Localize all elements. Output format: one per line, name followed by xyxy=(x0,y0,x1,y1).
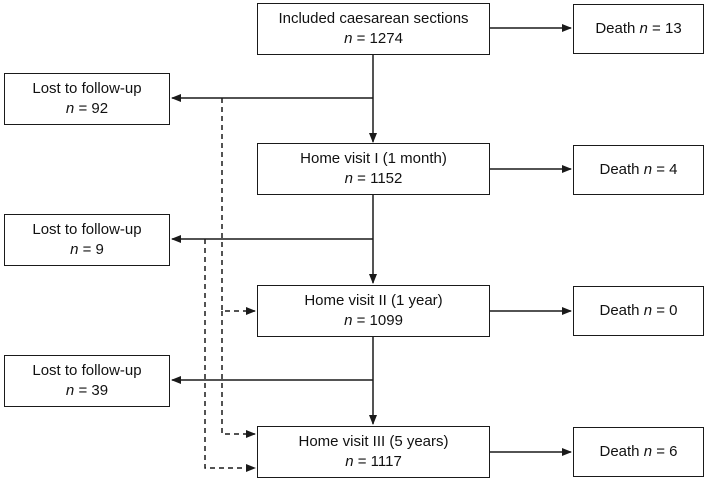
lost-n-value: = 9 xyxy=(82,241,104,258)
death-box-3: Death n = 0 xyxy=(573,286,704,336)
death-box-4: Death n = 6 xyxy=(573,427,704,477)
visit3-n-label: n xyxy=(345,453,354,470)
visit1-box: Home visit I (1 month) n = 1152 xyxy=(257,143,490,195)
visit3-title: Home visit III (5 years) xyxy=(298,433,449,450)
dashed-return-to-visit3-from-lost2 xyxy=(204,239,256,472)
death-n-value: = 6 xyxy=(656,443,678,460)
lost-box-2: Lost to follow-up n = 9 xyxy=(4,214,170,266)
death-n-value: = 0 xyxy=(656,302,678,319)
lost-n-label: n xyxy=(65,382,75,399)
visit2-n-label: n xyxy=(344,312,353,329)
death-n-label: n xyxy=(643,443,653,460)
visit1-n-label: n xyxy=(344,170,353,187)
death-n-label: n xyxy=(643,302,653,319)
death-n-label: n xyxy=(643,161,653,178)
death-n-value: = 4 xyxy=(656,161,678,178)
visit3-box: Home visit III (5 years) n = 1117 xyxy=(257,426,490,478)
lost-title: Lost to follow-up xyxy=(32,80,142,97)
lost-n-label: n xyxy=(65,100,75,117)
death-box-2: Death n = 4 xyxy=(573,145,704,195)
visit2-box: Home visit II (1 year) n = 1099 xyxy=(257,285,490,337)
death-label: Death xyxy=(595,20,636,37)
dashed-return-to-visit3-from-lost1 xyxy=(221,311,256,438)
death-label: Death xyxy=(599,443,640,460)
lost-title: Lost to follow-up xyxy=(32,221,142,238)
visit3-n-value: = 1117 xyxy=(357,453,402,470)
death-label: Death xyxy=(599,161,640,178)
included-n-value: = 1274 xyxy=(356,30,403,47)
death-label: Death xyxy=(599,302,640,319)
visit1-title: Home visit I (1 month) xyxy=(300,150,447,167)
death-n-label: n xyxy=(639,20,648,37)
death-box-1: Death n = 13 xyxy=(573,4,704,54)
visit2-n-value: = 1099 xyxy=(356,312,403,329)
included-n-label: n xyxy=(344,30,353,47)
included-title: Included caesarean sections xyxy=(278,10,469,27)
included-box: Included caesarean sections n = 1274 xyxy=(257,3,490,55)
visit2-title: Home visit II (1 year) xyxy=(304,292,443,309)
visit1-n-value: = 1152 xyxy=(357,170,403,187)
lost-n-value: = 92 xyxy=(78,100,109,117)
lost-box-3: Lost to follow-up n = 39 xyxy=(4,355,170,407)
lost-box-1: Lost to follow-up n = 92 xyxy=(4,73,170,125)
death-n-value: = 13 xyxy=(652,20,682,37)
lost-n-label: n xyxy=(70,241,79,258)
dashed-return-to-visit2 xyxy=(221,98,256,315)
lost-n-value: = 39 xyxy=(78,382,109,399)
lost-title: Lost to follow-up xyxy=(32,362,142,379)
